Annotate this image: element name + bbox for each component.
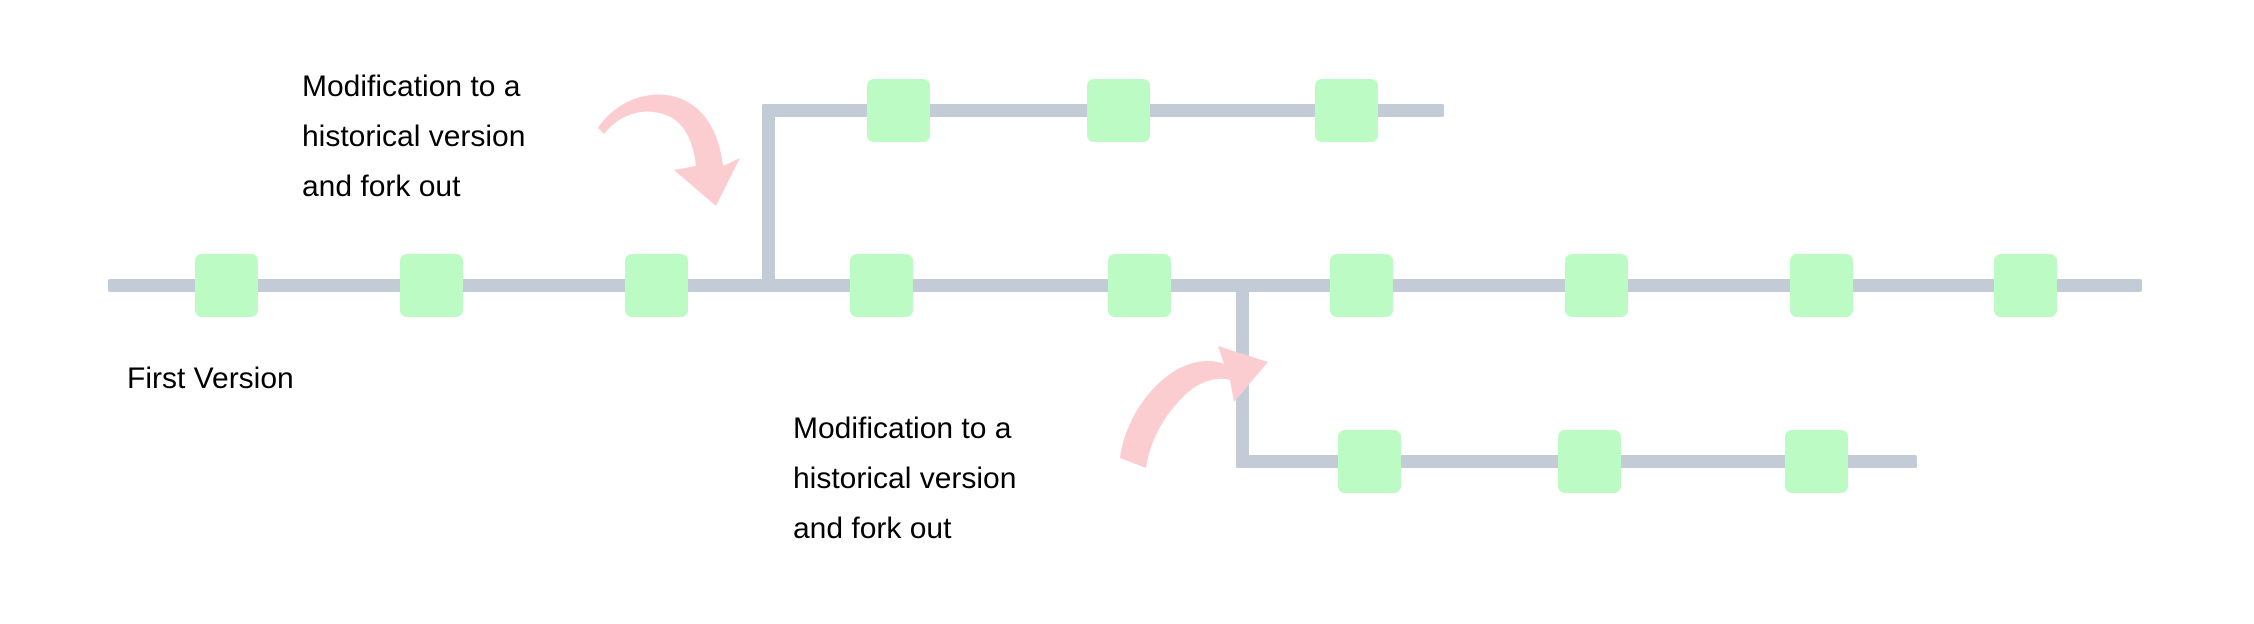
- bottom-fork-label: Modification to a historical version and…: [793, 412, 1017, 545]
- top-fork-connector: [762, 104, 775, 292]
- main-commit-4[interactable]: [850, 254, 913, 317]
- bottom-fork-arrow-icon: [1118, 330, 1288, 475]
- top-commit-1[interactable]: [867, 79, 930, 142]
- main-commit-5[interactable]: [1108, 254, 1171, 317]
- main-commit-7[interactable]: [1565, 254, 1628, 317]
- top-fork-label: Modification to a historical version and…: [302, 70, 526, 203]
- main-commit-3[interactable]: [625, 254, 688, 317]
- bottom-commit-2[interactable]: [1558, 430, 1621, 493]
- top-commit-2[interactable]: [1087, 79, 1150, 142]
- top-commit-3[interactable]: [1315, 79, 1378, 142]
- main-commit-8[interactable]: [1790, 254, 1853, 317]
- main-commit-1[interactable]: [195, 254, 258, 317]
- first-version-label: First Version: [127, 362, 294, 395]
- main-commit-2[interactable]: [400, 254, 463, 317]
- top-fork-arrow-icon: [596, 78, 766, 223]
- main-commit-6[interactable]: [1330, 254, 1393, 317]
- main-commit-9[interactable]: [1994, 254, 2057, 317]
- bottom-commit-3[interactable]: [1785, 430, 1848, 493]
- bottom-commit-1[interactable]: [1338, 430, 1401, 493]
